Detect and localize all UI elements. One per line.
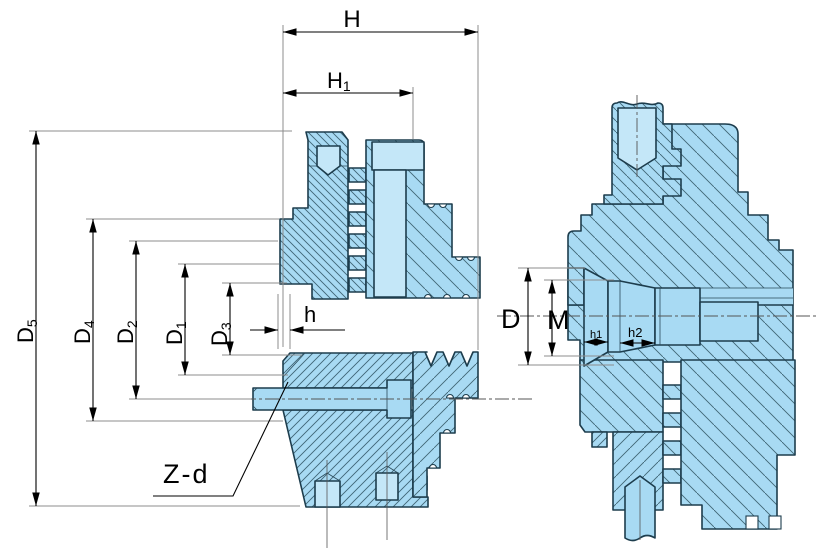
right-view-assembly — [567, 101, 796, 542]
right-lower-right-block — [680, 359, 796, 530]
leader-Zd — [153, 381, 289, 497]
extension-lines — [29, 25, 614, 507]
upper-jaw-notches — [423, 203, 476, 299]
ext-D4 — [86, 218, 283, 422]
jaw-counterbore — [371, 141, 425, 171]
left-view-upper-assembly — [279, 131, 481, 300]
right-jaw-bolt — [617, 107, 657, 171]
label-Zd: Z-d — [163, 459, 210, 489]
ext-D2 — [129, 240, 278, 400]
label-D5: D5 — [13, 319, 40, 343]
label-D-right: D — [501, 304, 521, 334]
left-view-lower-assembly — [252, 351, 479, 508]
label-D2: D2 — [113, 320, 140, 344]
block-notch-2 — [768, 515, 782, 530]
label-M: M — [547, 305, 570, 335]
label-h2: h2 — [628, 325, 642, 340]
lower-body-main — [282, 409, 429, 508]
right-rack-teeth — [662, 384, 682, 484]
right-upper-body-block — [567, 123, 794, 306]
lower-jaw-section — [412, 351, 479, 498]
ext-D1 — [178, 263, 288, 376]
block-notch-1 — [745, 515, 759, 530]
label-D4: D4 — [70, 320, 97, 344]
label-D1: D1 — [162, 321, 189, 345]
slab-chamfer-line — [282, 352, 306, 378]
right-flange-left-face — [567, 267, 585, 306]
lower-jaw-notches — [428, 393, 471, 469]
right-lower-left-block — [579, 359, 664, 433]
label-H1: H1 — [327, 68, 351, 94]
label-D3: D3 — [207, 322, 234, 346]
dimension-labels: H H1 D5 D4 D2 D1 D3 h Z-d D M h1 h2 — [13, 6, 642, 489]
mounting-stud — [252, 379, 412, 419]
ext-h — [277, 294, 291, 349]
upper-rack-teeth — [348, 167, 367, 293]
label-h1: h1 — [590, 329, 602, 341]
right-key-block — [591, 431, 608, 448]
jaw-slot — [373, 169, 407, 298]
dimension-lines — [32, 28, 655, 506]
right-center-hole-profile — [583, 267, 759, 367]
label-H: H — [343, 6, 360, 33]
ext-D5 — [29, 130, 300, 507]
label-h: h — [304, 302, 316, 327]
upper-bolt-socket — [316, 145, 341, 176]
